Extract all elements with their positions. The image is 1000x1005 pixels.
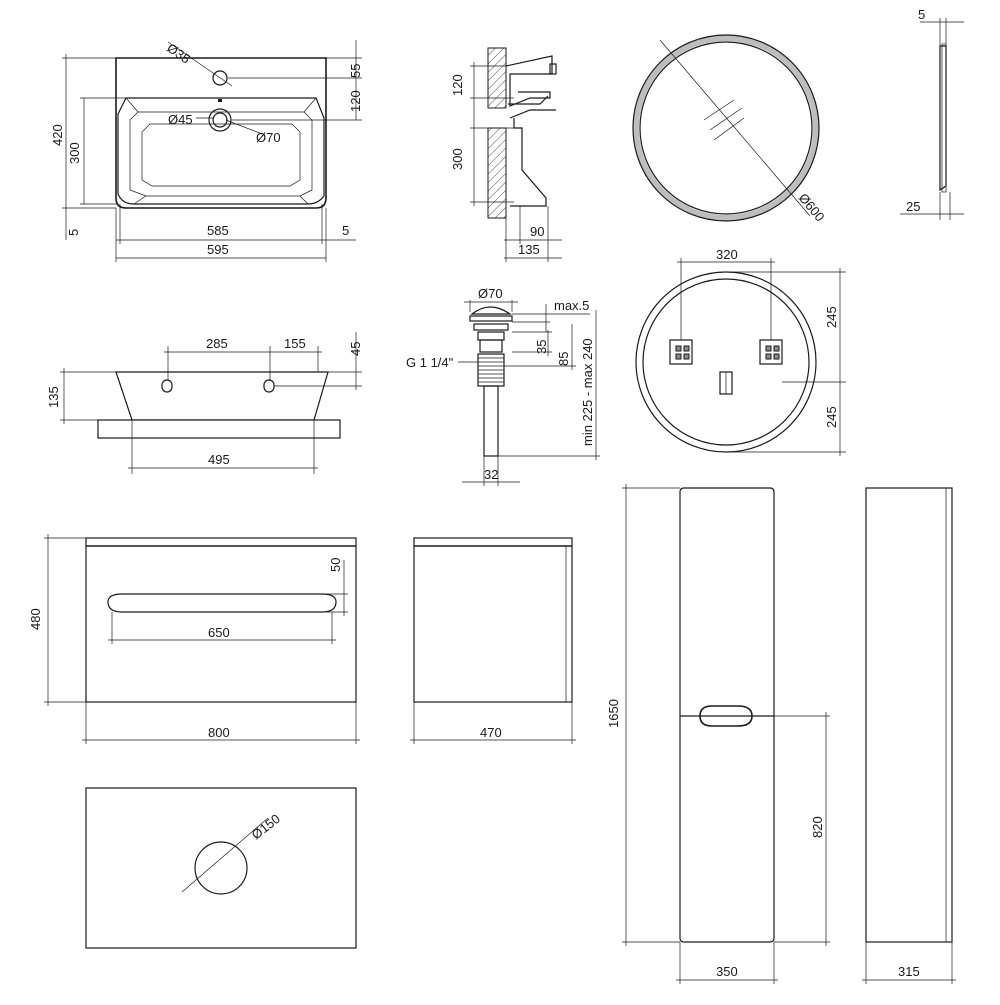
tall-cabinet-side-view: 315 xyxy=(862,487,956,984)
drain-inner xyxy=(212,112,228,128)
section-top-label: 120 xyxy=(450,74,465,96)
left-bracket xyxy=(669,339,693,365)
vanity-front-view: 480 50 650 800 xyxy=(28,534,360,744)
vanity-handle-width-label: 650 xyxy=(208,625,230,640)
mirror-lower-label: 245 xyxy=(824,406,839,428)
valve-cap-label: Ø70 xyxy=(478,286,503,301)
sink-top-view: Ø35 Ø45 Ø70 55 120 420 300 5 585 5 595 xyxy=(50,40,363,262)
vanity-height-label: 480 xyxy=(28,608,43,630)
tap-hole xyxy=(212,70,228,86)
vanity-width-label: 800 xyxy=(208,725,230,740)
vanity-handle-offset-label: 50 xyxy=(328,558,343,572)
drain-outer xyxy=(208,108,232,132)
mirror-side-view: 5 25 xyxy=(900,7,964,220)
sink-section-view: 120 300 90 135 xyxy=(450,47,562,262)
base-width-label: 495 xyxy=(208,452,230,467)
valve-body-label: 85 xyxy=(556,352,571,366)
bracket-spacing-label: 320 xyxy=(716,247,738,262)
section-drain-label: 90 xyxy=(530,224,544,239)
mirror-front-view: Ø600 xyxy=(632,34,828,224)
edge-right-label: 5 xyxy=(342,223,349,238)
drain-outer-label: Ø70 xyxy=(256,130,281,145)
cabinet-width-label: 350 xyxy=(716,964,738,979)
cabinet-depth-label: 315 xyxy=(898,964,920,979)
drain-inner-label: Ø45 xyxy=(168,112,193,127)
bowl-width-label: 585 xyxy=(207,223,229,238)
vanity-depth-label: 470 xyxy=(480,725,502,740)
front-height-label: 135 xyxy=(46,386,61,408)
cabinet-height-label: 1650 xyxy=(606,699,621,728)
hole-right-label: 155 xyxy=(284,336,306,351)
valve-length-label: min 225 - max 240 xyxy=(580,338,595,446)
mirror-depth-label: 25 xyxy=(906,199,920,214)
tap-offset-label: 55 xyxy=(348,64,363,78)
vanity-side-view: 470 xyxy=(410,537,576,744)
valve-pipe-label: 32 xyxy=(484,467,498,482)
section-depth-label: 135 xyxy=(518,242,540,257)
cabinet-handle-height-label: 820 xyxy=(810,816,825,838)
section-bowl-label: 300 xyxy=(450,148,465,170)
right-bracket xyxy=(759,339,783,365)
mirror-diameter-label: Ø600 xyxy=(796,190,828,224)
valve-thread-label: G 1 1/4" xyxy=(406,355,454,370)
vanity-top-view: Ø150 xyxy=(85,787,357,949)
rim-label: 45 xyxy=(348,342,363,356)
depth-total-label: 420 xyxy=(50,124,65,146)
mirror-upper-label: 245 xyxy=(824,306,839,328)
sink-front-view: 285 155 45 135 495 xyxy=(46,332,363,474)
cabinet-handle xyxy=(699,705,753,727)
drain-valve-view: Ø70 max.5 G 1 1/4" 35 85 min 225 - max 2… xyxy=(406,286,600,486)
hole-left-label: 285 xyxy=(206,336,228,351)
mirror-back-view: 320 245 245 xyxy=(635,247,846,456)
bowl-offset-label: 120 xyxy=(348,90,363,112)
bowl-depth-label: 300 xyxy=(67,142,82,164)
tap-hole-label: Ø35 xyxy=(164,40,193,66)
width-total-label: 595 xyxy=(207,242,229,257)
valve-max-label: max.5 xyxy=(554,298,589,313)
edge-label: 5 xyxy=(66,229,81,236)
top-hole xyxy=(194,841,248,895)
valve-collar-label: 35 xyxy=(534,340,549,354)
mirror-thickness-label: 5 xyxy=(918,7,925,22)
tall-cabinet-front-view: 1650 820 350 xyxy=(606,484,830,984)
